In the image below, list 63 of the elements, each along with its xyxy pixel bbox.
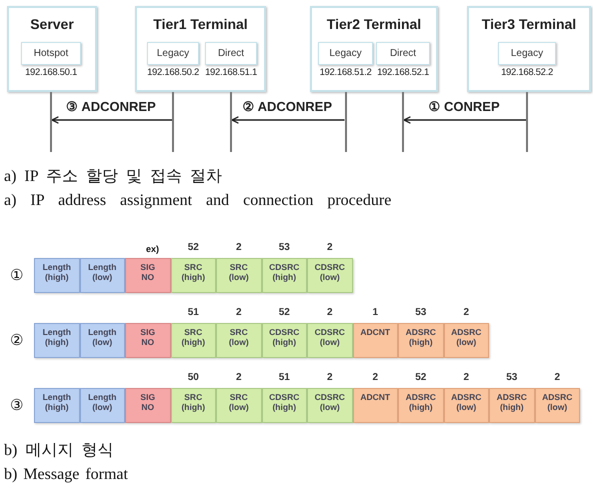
lifeline: [526, 92, 528, 152]
field-value: 2: [462, 372, 470, 383]
field-cell: Length (high): [34, 323, 80, 358]
edge-label: ③ ADCONREP: [64, 99, 158, 114]
field-value: 2: [553, 372, 562, 383]
row-number: ②: [10, 331, 23, 349]
field-cell: Length (high): [34, 388, 80, 423]
lifeline: [230, 92, 232, 152]
edge-label: ① CONREP: [426, 99, 502, 114]
device-box: [135, 6, 266, 92]
field-value: 53: [505, 372, 518, 383]
device-title: Tier3 Terminal: [480, 16, 578, 32]
lifeline: [50, 92, 52, 152]
field-value: 52: [186, 242, 200, 253]
caption: b) Message format: [4, 466, 128, 484]
arrow: [51, 116, 172, 124]
field-cell: Length (low): [80, 258, 125, 293]
field-cell: Length (low): [80, 323, 125, 358]
field-cell: Length (high): [34, 258, 80, 293]
edge-label: ② ADCONREP: [240, 99, 334, 114]
field-value: 52: [278, 306, 291, 318]
ip-address: 192.168.52.2: [501, 67, 553, 78]
field-cell: SIG NO: [125, 258, 170, 293]
field-value: 2: [462, 306, 470, 318]
field-value: 50: [186, 372, 200, 383]
field-value: 2: [234, 306, 243, 318]
field-value: 2: [234, 372, 243, 383]
field-cell: SIG NO: [125, 323, 170, 358]
arrow: [403, 116, 526, 124]
device-title: Tier2 Terminal: [326, 16, 422, 32]
device-box: [467, 6, 591, 92]
field-value: 51: [186, 306, 200, 318]
field-value: 52: [414, 372, 428, 383]
field-value: 1: [371, 306, 380, 318]
device-box: [310, 6, 438, 92]
device-box: [7, 6, 97, 92]
row-number: ③: [10, 396, 23, 414]
ip-address: 192.168.51.1: [205, 67, 257, 78]
field-value: 53: [278, 242, 291, 253]
ip-address: 192.168.50.1: [25, 67, 77, 78]
caption: a) IP address assignment and connection procedure: [4, 192, 392, 210]
field-cell: Length (low): [80, 388, 125, 423]
lifeline: [402, 92, 404, 152]
device-title: Server: [29, 16, 75, 32]
field-cell: SIG NO: [125, 388, 170, 423]
field-value: 2: [234, 242, 243, 253]
lifeline: [344, 92, 346, 152]
row-number: ①: [10, 266, 23, 284]
field-value: 53: [414, 306, 428, 318]
ip-address: 192.168.51.2: [320, 67, 372, 78]
field-value: 51: [278, 372, 291, 383]
ip-address: 192.168.52.1: [377, 67, 429, 78]
lifeline: [172, 92, 174, 152]
caption: b) 메시지 형식: [4, 441, 114, 461]
field-value: 2: [326, 372, 334, 383]
device-title: Tier1 Terminal: [152, 16, 249, 32]
ip-address: 192.168.50.2: [147, 67, 199, 78]
field-value: 2: [371, 372, 380, 383]
field-value: 2: [326, 242, 334, 253]
note: ex): [146, 244, 160, 254]
field-value: 2: [326, 306, 334, 318]
arrow: [231, 116, 344, 124]
caption: a) IP 주소 할당 및 접속 절차: [4, 167, 222, 187]
